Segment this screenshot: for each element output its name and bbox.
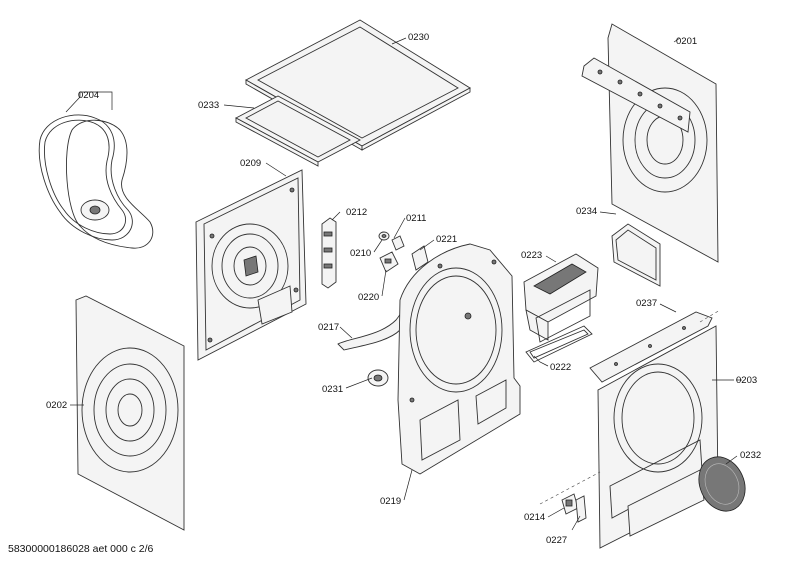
part-0214-door-lock [561,493,579,515]
part-0203-front-panel [597,325,719,549]
label-0221: 0221 [436,234,457,245]
label-0211: 0211 [406,213,426,224]
part-0233-top-plate [235,95,361,167]
label-0210: 0210 [350,248,371,259]
part-0237-top-rail [589,311,713,383]
label-0203: 0203 [736,375,757,386]
part-labels: 0230 0201 0204 0233 0209 0212 0211 0210 … [46,32,761,546]
part-0223-lint-filter [523,253,599,343]
part-0201-side-panel-right [581,23,719,263]
assembly-lines [539,309,721,505]
label-0231: 0231 [322,384,343,395]
label-0233: 0233 [198,100,219,111]
part-0202-side-panel-left [75,295,185,531]
part-0222-filter-seal [525,325,593,363]
leader-lines [65,37,742,531]
part-0211-switch [391,235,405,251]
label-0223: 0223 [521,250,542,261]
label-0232: 0232 [740,450,761,461]
part-0210-knob [378,231,390,241]
part-0220-sensor [379,251,399,273]
part-0212-bracket [321,217,337,289]
label-0209: 0209 [240,158,261,169]
part-0227-lock-cover [575,495,587,523]
label-0220: 0220 [358,292,379,303]
part-0231-fan-wheel [367,369,389,387]
part-0209-rear-panel [195,169,307,361]
part-0204-gaskets [38,114,154,249]
label-0214: 0214 [524,512,545,523]
label-0219: 0219 [380,496,401,507]
label-0230: 0230 [408,32,429,43]
part-0234-filter-mat [611,223,661,287]
part-0232-grille [698,456,746,512]
part-0219-housing [397,243,521,475]
label-0234: 0234 [576,206,597,217]
label-0204: 0204 [78,90,99,101]
document-code: 58300000186028 aet 000 c 2/6 [8,543,154,555]
label-0202: 0202 [46,400,67,411]
label-0217: 0217 [318,322,339,333]
label-0227: 0227 [546,535,567,546]
label-0212: 0212 [346,207,367,218]
label-0222: 0222 [550,362,571,373]
label-0237: 0237 [636,298,657,309]
label-0201: 0201 [676,36,697,47]
part-0221-clip [411,245,429,271]
